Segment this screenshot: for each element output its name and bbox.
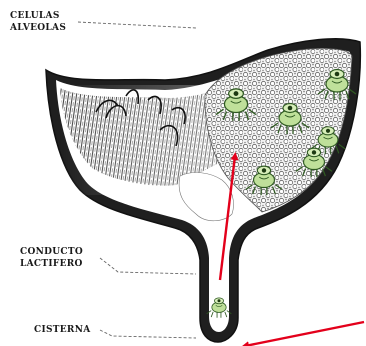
arrow-entry-teat	[245, 322, 364, 346]
label-alveolar-cells-line1: CELULAS	[10, 11, 60, 21]
label-duct-line1: CONDUCTO	[20, 247, 83, 257]
label-alveolar-cells-line2: ALVEOLAS	[9, 23, 66, 33]
label-duct-line2: LACTIFERO	[20, 259, 83, 269]
label-cistern: CISTERNA	[34, 325, 91, 335]
